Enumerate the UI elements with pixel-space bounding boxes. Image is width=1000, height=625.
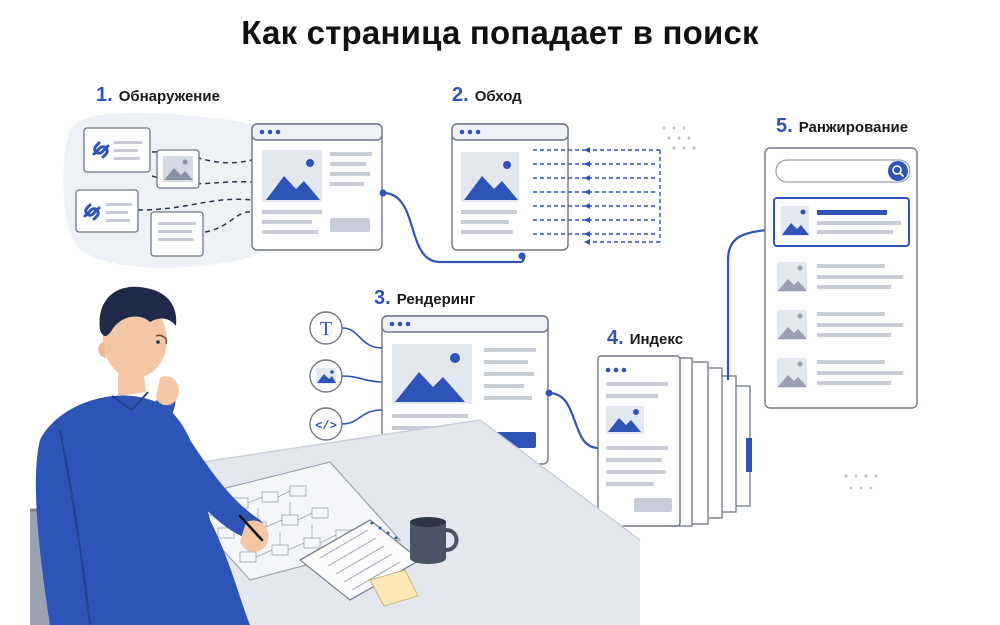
image-card [156, 149, 200, 189]
step-3-label: 3. Рендеринг [374, 287, 475, 310]
connector-index-ranking [726, 228, 769, 380]
link-card-2 [75, 189, 139, 233]
render-input-code: </> [309, 407, 343, 441]
link-card-1 [83, 127, 151, 173]
link-icon [92, 141, 110, 159]
render-input-connectors [341, 327, 383, 425]
step-5-text: Ранжирование [798, 119, 909, 136]
page-title: Как страница попадает в поиск [241, 14, 759, 51]
decorative-dots-top [662, 126, 696, 150]
ranking-results-panel [764, 147, 918, 409]
decorative-dots-bottom [844, 474, 878, 490]
render-input-image [309, 359, 343, 393]
crawl-arrows [530, 149, 661, 243]
step-2-text: Обход [474, 88, 522, 105]
link-icon [83, 203, 101, 221]
step-5-label: 5. Ранжирование [776, 115, 908, 138]
step-3-number: 3. [374, 287, 391, 309]
crawl-browser-window [451, 123, 569, 251]
step-5-number: 5. [776, 115, 793, 137]
person-at-desk [30, 286, 641, 625]
search-icon [888, 161, 908, 181]
index-front-document [597, 355, 681, 527]
step-1-text: Обнаружение [118, 88, 220, 105]
text-icon: T [320, 318, 332, 340]
step-2-label: 2. Обход [452, 84, 522, 107]
step-4-text: Индекс [629, 331, 684, 348]
text-card [150, 211, 204, 257]
image-icon [316, 368, 336, 384]
render-input-text: T [309, 311, 343, 345]
image-icon [163, 156, 193, 182]
step-1-label: 1. Обнаружение [96, 84, 220, 107]
step-4-number: 4. [607, 327, 624, 349]
code-icon: </> [315, 419, 337, 433]
step-3-text: Рендеринг [396, 291, 476, 308]
step-4-label: 4. Индекс [607, 327, 683, 350]
crawl-arrowheads [584, 147, 590, 245]
discovery-browser-window [251, 123, 383, 251]
index-document-stack [671, 357, 752, 527]
step-2-number: 2. [452, 84, 469, 106]
step-1-number: 1. [96, 84, 113, 106]
connector-render-index [548, 391, 599, 450]
